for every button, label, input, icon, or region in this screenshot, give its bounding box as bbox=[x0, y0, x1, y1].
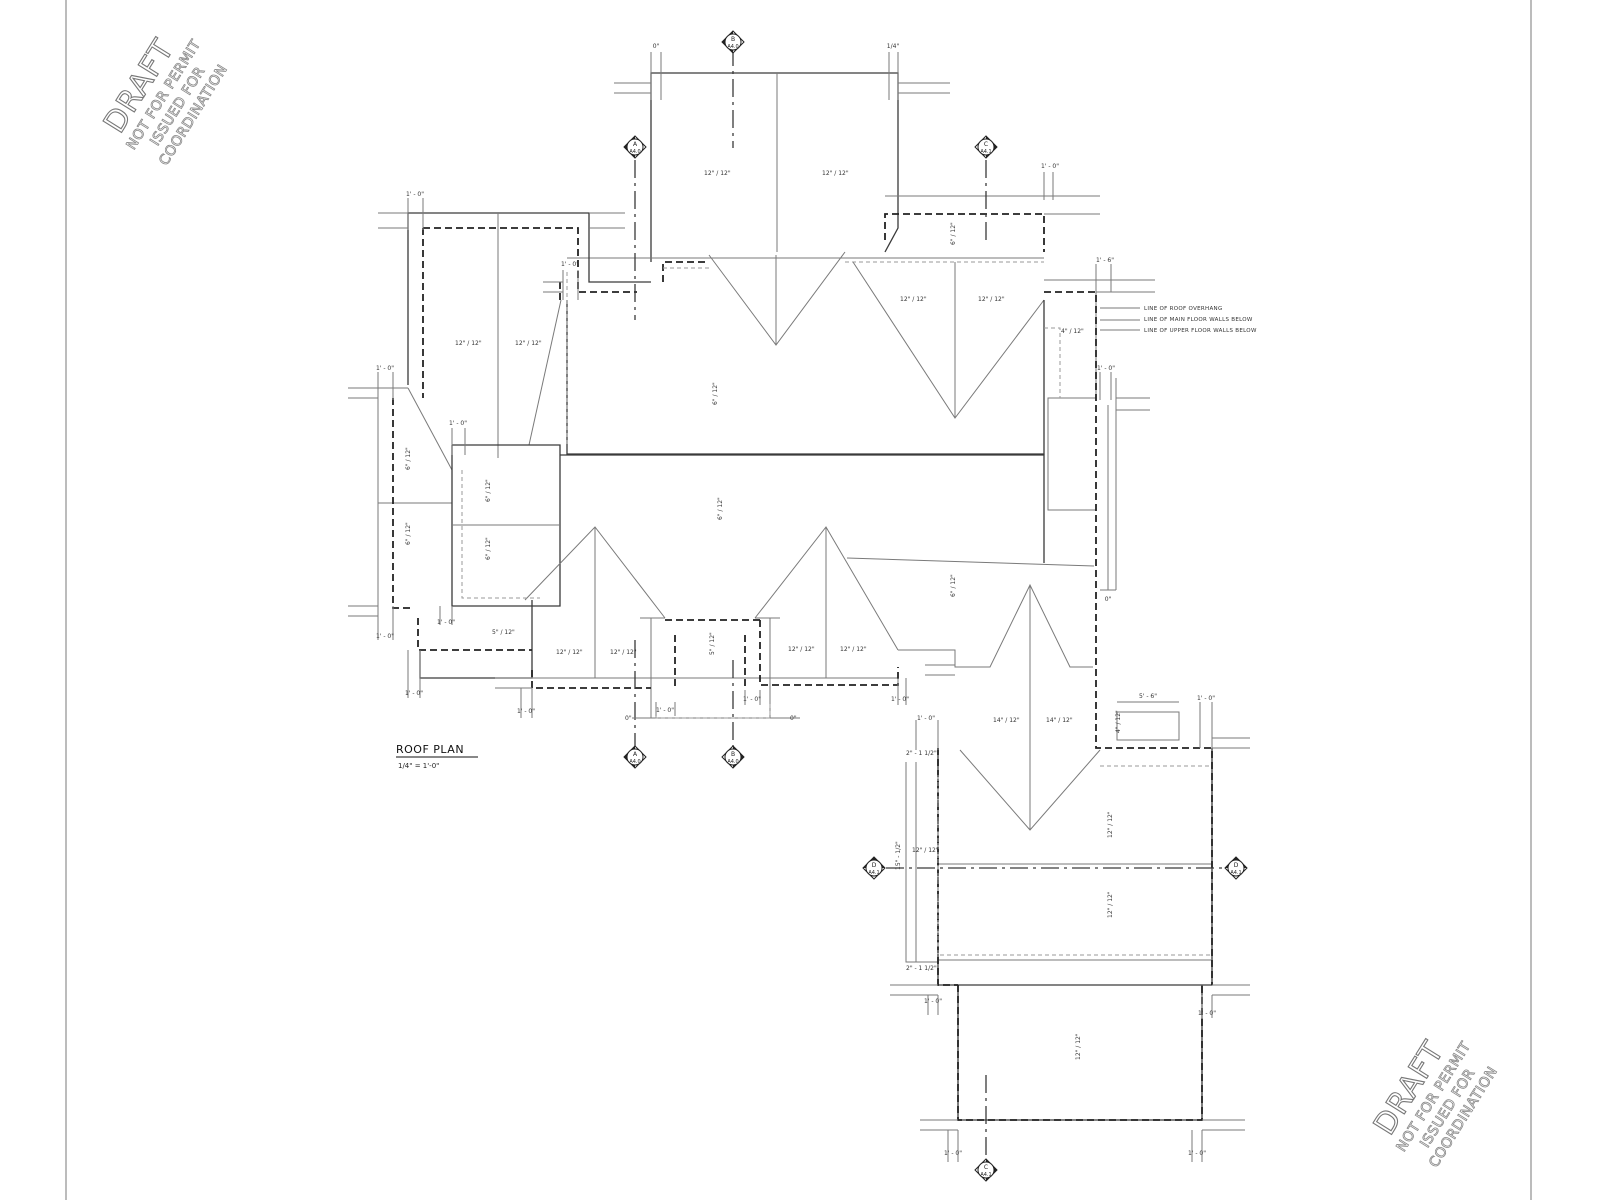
section-marker-d-right: D A4.1 bbox=[1224, 856, 1248, 880]
pitch-label: 14" / 12" bbox=[1046, 717, 1073, 724]
pitch-label: 12" / 12" bbox=[610, 649, 637, 656]
section-marker-c-bottom: C A4.1 bbox=[974, 1158, 998, 1182]
section-marker-d-left: D A4.1 bbox=[862, 856, 886, 880]
marker-letter: C bbox=[984, 1164, 988, 1171]
marker-letter: A bbox=[633, 141, 638, 148]
pitch-label: 6" / 12" bbox=[485, 537, 492, 560]
watermark-top-left: DRAFT NOT FOR PERMIT ISSUED FOR COORDINA… bbox=[97, 33, 232, 169]
dimension-label: 1' - 0" bbox=[405, 690, 423, 697]
pitch-label: 5" / 12" bbox=[492, 629, 515, 636]
pitch-label: 6" / 12" bbox=[405, 522, 412, 545]
marker-letter: D bbox=[1234, 862, 1239, 869]
marker-sheet: A4.0 bbox=[629, 759, 640, 765]
pitch-label: 6" / 12" bbox=[717, 497, 724, 520]
pitch-label: 12" / 12" bbox=[1107, 891, 1114, 918]
pitch-label: 5" / 12" bbox=[709, 632, 716, 655]
dimension-label: 0" bbox=[625, 715, 632, 722]
roof-outline bbox=[377, 72, 1213, 1121]
pitch-label: 12" / 12" bbox=[515, 340, 542, 347]
marker-sheet: A4.0 bbox=[727, 44, 738, 50]
section-marker-c-top: C A4.1 bbox=[974, 135, 998, 159]
pitch-label: 12" / 12" bbox=[1107, 811, 1114, 838]
pitch-label: 6" / 12" bbox=[950, 222, 957, 245]
marker-letter: D bbox=[872, 862, 877, 869]
marker-sheet: A4.0 bbox=[629, 149, 640, 155]
pitch-label: 12" / 12" bbox=[704, 170, 731, 177]
watermark-bottom-right: DRAFT NOT FOR PERMIT ISSUED FOR COORDINA… bbox=[1367, 1035, 1502, 1171]
marker-letter: C bbox=[984, 141, 988, 148]
drawing-title: ROOF PLAN 1/4" = 1'-0" bbox=[396, 743, 478, 770]
dimension-label: 1' - 0" bbox=[1188, 1150, 1206, 1157]
dimension-label: 5' - 6" bbox=[1139, 693, 1157, 700]
pitch-label: 6" / 12" bbox=[712, 382, 719, 405]
dimension-label: 1' - 0" bbox=[406, 191, 424, 198]
dimension-label: 1' - 0" bbox=[743, 696, 761, 703]
dimension-label: 1' - 0" bbox=[917, 715, 935, 722]
dimension-label: 1' - 0" bbox=[656, 707, 674, 714]
marker-letter: B bbox=[731, 36, 735, 43]
dimension-label: 1' - 0" bbox=[449, 420, 467, 427]
dimension-label: 1' - 0" bbox=[1041, 163, 1059, 170]
dimension-label: 1' - 0" bbox=[944, 1150, 962, 1157]
dimension-label: 1' - 0" bbox=[376, 365, 394, 372]
section-marker-a-bottom: A A4.0 bbox=[623, 745, 647, 769]
pitch-label: 12" / 12" bbox=[788, 646, 815, 653]
legend-roof-overhang: LINE OF ROOF OVERHANG bbox=[1144, 306, 1223, 312]
marker-sheet: A4.1 bbox=[980, 1172, 991, 1178]
section-cut-lines bbox=[634, 48, 1226, 1164]
legend-upper-floor-walls: LINE OF UPPER FLOOR WALLS BELOW bbox=[1144, 328, 1257, 334]
section-marker-b-bottom: B A4.0 bbox=[721, 745, 745, 769]
dimension-label: 1' - 0" bbox=[376, 633, 394, 640]
pitch-label: 12" / 12" bbox=[912, 847, 939, 854]
marker-sheet: A4.1 bbox=[980, 149, 991, 155]
dimension-label: 2" - 1 1/2" bbox=[906, 965, 937, 972]
line-legend: LINE OF ROOF OVERHANG LINE OF MAIN FLOOR… bbox=[1100, 306, 1257, 334]
dimension-label: 1/4" bbox=[887, 43, 900, 50]
pitch-label: 6" / 12" bbox=[950, 574, 957, 597]
pitch-label: 6" / 12" bbox=[485, 479, 492, 502]
dimension-label: 1' - 0" bbox=[517, 708, 535, 715]
pitch-label: 12" / 12" bbox=[556, 649, 583, 656]
dimension-label: 2" - 1 1/2" bbox=[906, 750, 937, 757]
pitch-label: 12" / 12" bbox=[822, 170, 849, 177]
pitch-label: 12" / 12" bbox=[900, 296, 927, 303]
dimension-label: 1' - 0" bbox=[891, 696, 909, 703]
pitch-label: 14" / 12" bbox=[993, 717, 1020, 724]
pitch-label: 12" / 12" bbox=[1075, 1033, 1082, 1060]
pitch-label: 4" / 12" bbox=[1061, 328, 1084, 335]
pitch-label: 4" / 12" bbox=[1115, 710, 1122, 733]
sheet-border bbox=[65, 0, 1532, 1200]
pitch-label: 12" / 12" bbox=[455, 340, 482, 347]
drawing-scale-text: 1/4" = 1'-0" bbox=[398, 762, 439, 770]
marker-letter: A bbox=[633, 751, 638, 758]
dimension-label: 1' - 6" bbox=[1096, 257, 1114, 264]
pitch-label: 12" / 12" bbox=[840, 646, 867, 653]
marker-sheet: A4.1 bbox=[868, 870, 879, 876]
dimension-label: 0" bbox=[653, 43, 660, 50]
pitch-label: 12" / 12" bbox=[978, 296, 1005, 303]
marker-sheet: A4.0 bbox=[727, 759, 738, 765]
pitch-label: 6" / 12" bbox=[405, 447, 412, 470]
pitch-labels: 12" / 12" 12" / 12" 12" / 12" 12" / 12" … bbox=[405, 170, 1122, 1060]
dimension-label: 1' - 0" bbox=[924, 998, 942, 1005]
dimension-label: 1' - 0" bbox=[1197, 695, 1215, 702]
dimension-label: 1' - 0" bbox=[1097, 365, 1115, 372]
legend-main-floor-walls: LINE OF MAIN FLOOR WALLS BELOW bbox=[1144, 317, 1253, 323]
dimension-label: 0" bbox=[790, 715, 797, 722]
section-marker-b-top: B A4.0 bbox=[721, 30, 745, 54]
dimension-label: 1' - 0" bbox=[437, 619, 455, 626]
marker-sheet: A4.1 bbox=[1230, 870, 1241, 876]
dimension-strings: 0" 1/4" 1' - 0" 1' - 0" 1' - 0" 1' - 0" … bbox=[348, 43, 1250, 1162]
section-marker-a-top: A A4.0 bbox=[623, 135, 647, 159]
dimension-label: 1' - 0" bbox=[561, 261, 579, 268]
dimension-label: 1' - 0" bbox=[1198, 1010, 1216, 1017]
dimension-label: 15" - 1/2" bbox=[895, 841, 902, 870]
drawing-title-text: ROOF PLAN bbox=[396, 743, 464, 756]
dimension-label: 0" bbox=[1105, 596, 1112, 603]
marker-letter: B bbox=[731, 751, 735, 758]
